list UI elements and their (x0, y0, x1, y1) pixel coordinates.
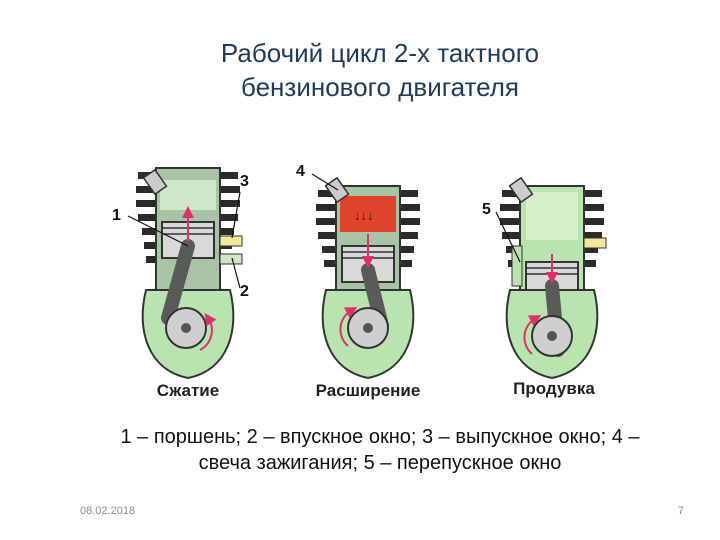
spark-plug (508, 176, 534, 204)
combustion-chamber (340, 196, 396, 232)
connecting-rod (161, 239, 195, 325)
engine-expansion: ↓↓↓ (316, 176, 420, 380)
engine-compression (136, 167, 243, 380)
exhaust-port (583, 237, 607, 249)
exhaust-port (219, 235, 243, 247)
stage-label-compression: Сжатие (157, 381, 219, 400)
stage-label-expansion: Расширение (316, 381, 421, 400)
page-title: Рабочий цикл 2-х тактного бензинового дв… (20, 36, 720, 104)
title-line-2: бензинового двигателя (240, 72, 520, 102)
callout-5: 5 (482, 201, 491, 218)
engine-cycle-diagram: ↓↓↓ (112, 163, 607, 400)
callout-1: 1 (112, 207, 121, 224)
callout-4: 4 (296, 163, 305, 180)
transfer-port (511, 245, 523, 287)
title-line-1: Рабочий цикл 2-х тактного (220, 38, 540, 68)
callout-3: 3 (240, 173, 249, 190)
crankshaft (347, 307, 389, 349)
crankshaft (165, 307, 207, 349)
stage-label-scavenging: Продувка (513, 379, 595, 398)
legend-line-2: свеча зажигания; 5 – перепускное окно (198, 452, 562, 474)
callout-2: 2 (240, 283, 249, 300)
crankshaft (531, 315, 573, 357)
intake-port (219, 253, 243, 265)
spark-plug (142, 168, 168, 196)
svg-text:↓↓↓: ↓↓↓ (354, 208, 374, 223)
legend-line-1: 1 – поршень; 2 – впускное окно; 3 – выпу… (120, 426, 640, 448)
page-number: 7 (677, 505, 684, 517)
engine-scavenging (500, 176, 607, 380)
callout-leaders (127, 173, 521, 289)
legend-caption: 1 – поршень; 2 – впускное окно; 3 – выпу… (70, 424, 690, 476)
footer-date: 08.02.2018 (80, 505, 136, 517)
